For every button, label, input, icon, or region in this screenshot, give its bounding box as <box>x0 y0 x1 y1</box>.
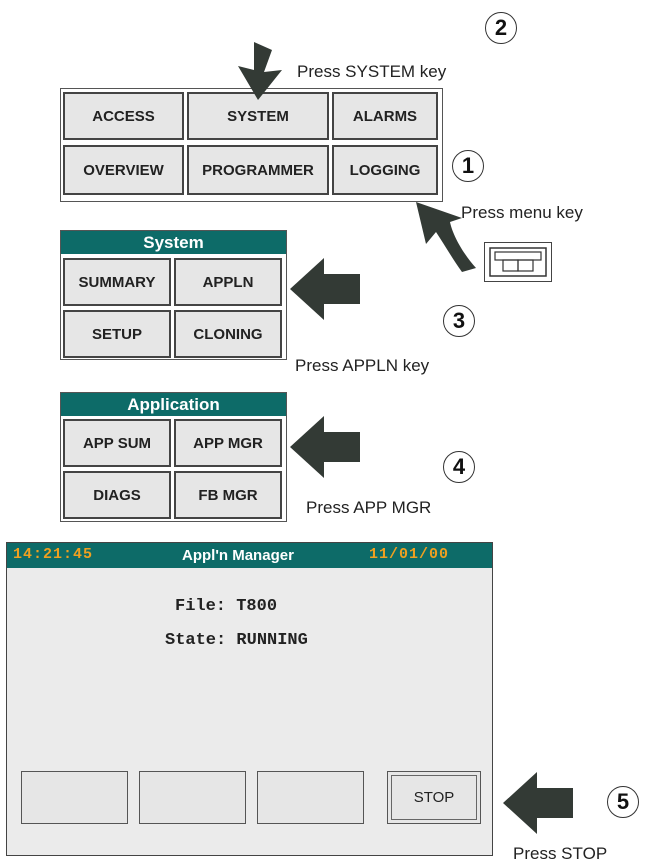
screen-header: 14:21:45 Appl'n Manager 11/01/00 <box>7 543 492 568</box>
soft-key-1[interactable] <box>21 771 128 824</box>
file-line: File: T800 <box>175 597 278 616</box>
step-5-badge: 5 <box>607 786 639 818</box>
step-4-text: Press APP MGR <box>306 498 432 517</box>
step-3-text: Press APPLN key <box>295 356 430 375</box>
summary-key[interactable]: SUMMARY <box>63 258 171 306</box>
access-key[interactable]: ACCESS <box>63 92 184 140</box>
step-4-badge: 4 <box>443 451 475 483</box>
left-arrow-icon <box>503 772 573 834</box>
system-menu-title: System <box>61 231 286 254</box>
fb-mgr-key[interactable]: FB MGR <box>174 471 282 519</box>
left-arrow-icon <box>290 416 360 478</box>
step-1-text: Press menu key <box>461 203 583 222</box>
step-1-badge: 1 <box>452 150 484 182</box>
app-manager-screen: 14:21:45 Appl'n Manager 11/01/00 File: T… <box>6 542 493 856</box>
curved-arrow-icon <box>416 202 476 272</box>
screen-date: 11/01/00 <box>369 546 450 563</box>
diags-key[interactable]: DIAGS <box>63 471 171 519</box>
cloning-key[interactable]: CLONING <box>174 310 282 358</box>
appln-key[interactable]: APPLN <box>174 258 282 306</box>
menu-key-icon[interactable] <box>484 242 552 282</box>
down-arrow-icon <box>238 42 282 100</box>
step-3-badge: 3 <box>443 305 475 337</box>
setup-key[interactable]: SETUP <box>63 310 171 358</box>
step-5-text: Press STOP <box>513 844 608 863</box>
application-menu-title: Application <box>61 393 286 416</box>
state-line: State: RUNNING <box>165 631 308 650</box>
step-2-badge: 2 <box>485 12 517 44</box>
clock-time: 14:21:45 <box>13 546 94 563</box>
overview-key[interactable]: OVERVIEW <box>63 145 184 195</box>
logging-key[interactable]: LOGGING <box>332 145 438 195</box>
programmer-key[interactable]: PROGRAMMER <box>187 145 329 195</box>
left-arrow-icon <box>290 258 360 320</box>
soft-key-2[interactable] <box>139 771 246 824</box>
app-mgr-key[interactable]: APP MGR <box>174 419 282 467</box>
stop-key[interactable]: STOP <box>387 771 481 824</box>
alarms-key[interactable]: ALARMS <box>332 92 438 140</box>
app-sum-key[interactable]: APP SUM <box>63 419 171 467</box>
soft-key-3[interactable] <box>257 771 364 824</box>
step-2-text: Press SYSTEM key <box>297 62 447 81</box>
screen-title: Appl'n Manager <box>182 547 294 564</box>
stop-key-face: STOP <box>391 775 477 820</box>
